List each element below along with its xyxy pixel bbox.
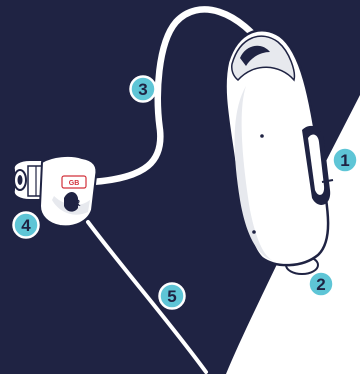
- callout-5-label: 5: [167, 287, 176, 306]
- callout-5: 5: [160, 284, 185, 309]
- callout-1-label: 1: [340, 151, 349, 170]
- callout-3: 3: [131, 77, 156, 102]
- callout-4: 4: [14, 213, 39, 238]
- callout-2: 2: [309, 272, 334, 297]
- callout-2-label: 2: [316, 275, 325, 294]
- callout-1: 1: [333, 148, 358, 173]
- callout-3-label: 3: [138, 80, 147, 99]
- receiver-side-mark: R: [74, 198, 81, 208]
- receiver-badge-text: GB: [69, 180, 80, 187]
- callout-4-label: 4: [21, 216, 31, 235]
